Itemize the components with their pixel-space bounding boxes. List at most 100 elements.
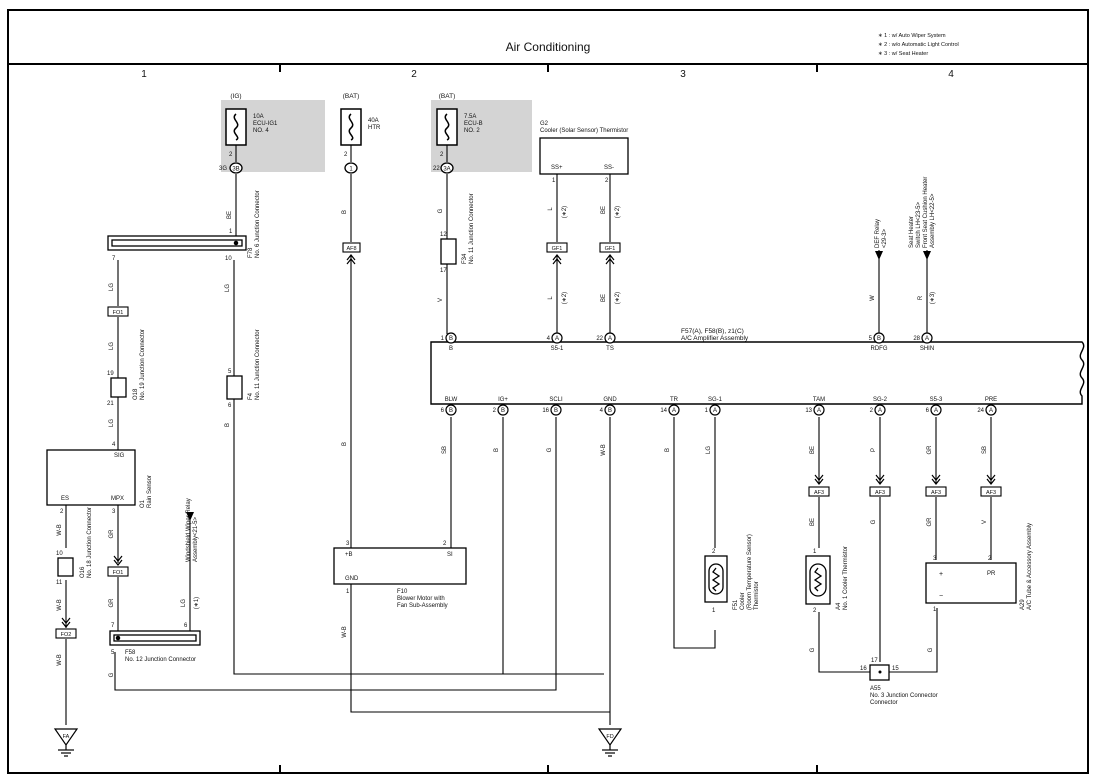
ground-fa — [53, 728, 79, 757]
g2-pin2-num: 2 — [605, 178, 609, 184]
o18-label: O18 — [133, 388, 139, 400]
amp-bottom-pin-circle — [813, 404, 825, 416]
wire-be-tam: BE — [810, 446, 816, 454]
amp-bottom-pin-label: TAM — [813, 397, 825, 403]
footnote-3: ∗ 3 : w/ Seat Heater — [878, 51, 928, 57]
footnote-2: ∗ 2 : w/o Automatic Light Control — [878, 42, 959, 48]
a55-name2: Connector — [870, 700, 898, 706]
fuse-bat2-name2: NO. 2 — [464, 128, 480, 134]
amp-top-pin-conn: A — [608, 336, 612, 342]
rain-pin-2: 2 — [60, 509, 64, 515]
wire-sb-blw: SB — [442, 446, 448, 454]
wire-note2-ss1: (∗2) — [562, 206, 568, 218]
amp-top-pin-label: TS — [606, 346, 614, 352]
wiper-relay-name: Windshield Wiper Relay — [186, 498, 192, 562]
fuse-ig-pin: 2 — [229, 152, 233, 158]
vertical-labels: BE B G L (∗2) BE (∗2) L (∗2) BE (∗2) V B… — [57, 177, 1033, 678]
rain-mpx-label: MPX — [111, 496, 124, 502]
amp-bottom-pin-conn: A — [934, 408, 938, 414]
wire-w-def: W — [870, 295, 876, 301]
relay-arrows — [186, 251, 931, 521]
a29-pin-2: 2 — [988, 556, 992, 562]
amp-top-pin-number: 28 — [913, 336, 920, 342]
amp-bottom-pin-circle — [985, 404, 997, 416]
f34-pin-12: 12 — [440, 232, 447, 238]
fuse-bat2-source: (BAT) — [439, 93, 456, 100]
f34-pin-17: 17 — [440, 268, 447, 274]
o16-pin-10: 10 — [56, 551, 63, 557]
amp-bottom-pin-number: 6 — [926, 408, 930, 414]
f4-name: No. 11 Junction Connector — [255, 329, 261, 400]
wire-wb-left3: W-B — [57, 654, 63, 666]
amp-top-pin-label: RDFG — [871, 346, 888, 352]
amp-bottom-pin-label: PRE — [985, 397, 997, 403]
rain-sig-label: SIG — [114, 453, 125, 459]
a55-pin-17: 17 — [871, 658, 878, 664]
blower-pb-label: +B — [345, 552, 353, 558]
fuse-bat1-pin: 2 — [344, 152, 348, 158]
a29-pin-1: 1 — [933, 607, 937, 613]
seat-heater-line3: Front Seat Cushion Heater — [923, 177, 929, 248]
a55-name: No. 3 Junction Connector — [870, 693, 938, 699]
wire-gr-s53: GR — [927, 445, 933, 455]
rain-id: O1 — [140, 499, 146, 508]
amp-bottom-pin-label: SG-1 — [708, 397, 723, 403]
wire-r-seat: R — [918, 295, 924, 300]
a29-id: A29 — [1020, 599, 1026, 610]
inline-connector-labels: AF8 GF1 GF1 FO1 FO1 FO2 AF3 AF3 AF3 AF3 — [61, 246, 996, 638]
wire-lg-1: LG — [109, 283, 115, 291]
f4-label: F4 — [248, 392, 254, 400]
fuse-bat1-source: (BAT) — [343, 93, 360, 100]
grid-column-2: 2 — [411, 69, 417, 80]
seat-heater-name: Seat Heater — [909, 216, 915, 248]
f34-name: No. 11 Junction Connector — [469, 193, 475, 264]
wire-lg-sg1: LG — [706, 446, 712, 454]
blower-pin-3: 3 — [346, 541, 350, 547]
amp-bottom-pin-number: 2 — [870, 408, 874, 414]
amplifier-bottom-pins: B6BLWB2IG+B16SCLIB4GNDA14TRA1SG-1A13TAMA… — [441, 397, 997, 416]
amp-bottom-pin-conn: A — [713, 408, 717, 414]
junction-boxes — [57, 238, 457, 577]
seat-heater-line2: Switch LH<23-5> — [916, 201, 922, 248]
a29-box — [925, 562, 1017, 604]
wires — [65, 145, 992, 725]
conn-gf1-a: GF1 — [552, 246, 563, 252]
g2-pin1-label: SS+ — [551, 165, 563, 171]
amp-bottom-pin-circle — [874, 404, 886, 416]
wire-sb-pre: SB — [982, 446, 988, 454]
wire-g-f58: G — [109, 672, 115, 677]
wire-g-ecub: G — [438, 208, 444, 213]
amp-bottom-pin-number: 4 — [600, 408, 604, 414]
inline-connector-boxes — [55, 242, 1002, 639]
f58-pin-7: 7 — [111, 623, 115, 629]
wire-note2-ss2: (∗2) — [615, 206, 621, 218]
bat1-conn-label: 1 — [349, 167, 353, 173]
wire-p-sg2: P — [871, 448, 877, 452]
amplifier-name: A/C Amplifier Assembly — [681, 335, 749, 342]
g2-name: Cooler (Solar Sensor) Thermistor — [540, 128, 628, 134]
footnote-1: ∗ 1 : w/ Auto Wiper System — [878, 33, 946, 39]
blower-name: Blower Motor with — [397, 596, 445, 602]
amp-top-pin-circle — [873, 332, 885, 344]
f4-pin-5: 5 — [228, 369, 232, 375]
amp-bottom-pin-conn: B — [449, 408, 453, 414]
amp-bottom-pin-number: 14 — [660, 408, 667, 414]
wire-b-tr: B — [665, 448, 671, 452]
fuse-bat1-rating: 40A — [368, 118, 379, 124]
a55-pin-15: 15 — [892, 666, 899, 672]
a55-pin-16: 16 — [860, 666, 867, 672]
o16-name: No. 18 Junction Connector — [87, 507, 93, 578]
grid-column-4: 4 — [948, 69, 954, 80]
fuse-ig-pin-num: 3G — [219, 166, 227, 172]
amp-top-pin-label: S5-1 — [551, 346, 564, 352]
rain-es-label: ES — [61, 496, 69, 502]
a29-plus: + — [939, 571, 943, 578]
wire-lg-2: LG — [109, 342, 115, 350]
wire-wb-blower: W-B — [342, 626, 348, 638]
amp-top-pin-circle — [445, 332, 457, 344]
amp-bottom-pin-number: 2 — [493, 408, 497, 414]
f78-pin-1: 1 — [229, 229, 233, 235]
f58-name: No. 12 Junction Connector — [125, 657, 196, 663]
